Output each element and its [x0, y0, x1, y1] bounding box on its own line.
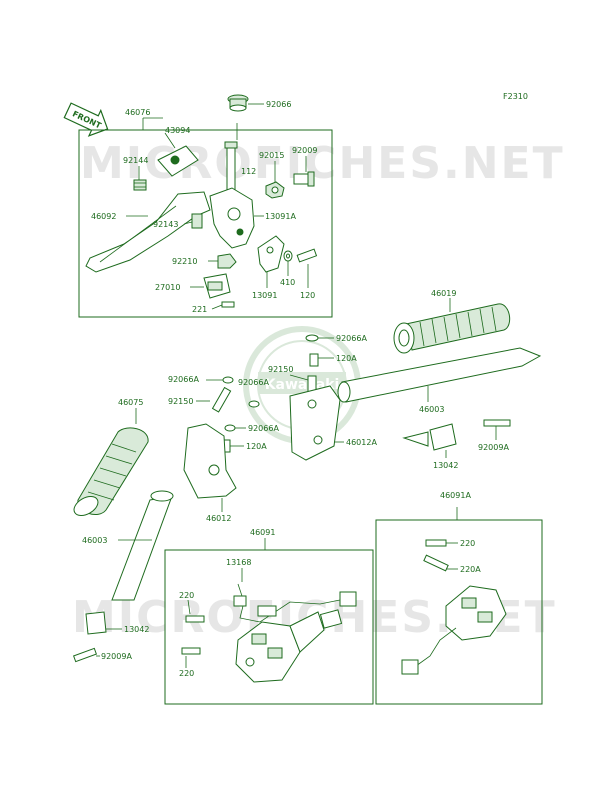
label-13042-right: 13042: [433, 461, 458, 470]
label-120A-low: 120A: [246, 442, 267, 451]
label-112: 112: [241, 167, 256, 176]
throttle-housing-left: [183, 423, 237, 499]
washer-92066A-top: [305, 334, 319, 342]
bar-end-right: [402, 423, 457, 451]
bar-end-left: [85, 611, 107, 635]
label-13091A: 13091A: [265, 212, 296, 221]
locknut: [265, 181, 285, 199]
label-92009A-left: 92009A: [101, 652, 132, 661]
lever-cover: [157, 145, 199, 177]
label-46019: 46019: [431, 289, 456, 298]
label-220A: 220A: [460, 565, 481, 574]
label-13091: 13091: [252, 291, 277, 300]
throttle-housing-right: [289, 385, 341, 461]
clutch-lever: [85, 191, 211, 273]
screw-92009A-right: [483, 419, 511, 427]
label-92066: 92066: [266, 100, 291, 109]
front-arrow-icon: FRONT: [63, 102, 109, 137]
label-13042-left: 13042: [124, 625, 149, 634]
lever-holder: [209, 187, 255, 249]
label-46076: 46076: [125, 108, 150, 117]
clutch-switch: [203, 273, 231, 299]
collar: [191, 213, 203, 229]
screw-220A: [423, 554, 449, 572]
clutch-lever-box: [78, 129, 333, 318]
label-220-c: 220: [460, 539, 475, 548]
label-92210: 92210: [172, 257, 197, 266]
label-92066A-low: 92066A: [248, 424, 279, 433]
screw-92009: [293, 171, 315, 187]
bolt-92150-left: [211, 386, 232, 413]
label-92150-top: 92150: [268, 365, 293, 374]
label-92143: 92143: [153, 220, 178, 229]
label-46075: 46075: [118, 398, 143, 407]
label-221: 221: [192, 305, 207, 314]
washer-92066A-low: [224, 424, 236, 432]
clamp-13091: [257, 235, 285, 273]
screw-220-c: [425, 539, 447, 547]
bolt-120A-top: [309, 353, 319, 367]
diagram-code: F2310: [503, 92, 528, 101]
label-92009: 92009: [292, 146, 317, 155]
right-switch-housing: [401, 585, 507, 675]
label-92066A-mid: 92066A: [238, 378, 269, 387]
label-120: 120: [300, 291, 315, 300]
label-46091A: 46091A: [440, 491, 471, 500]
washer-92066A-left: [222, 376, 234, 384]
washer-410: [283, 250, 293, 262]
bolt-120: [296, 248, 318, 263]
label-410: 410: [280, 278, 295, 287]
nut-92210: [217, 253, 237, 269]
label-220-b: 220: [179, 669, 194, 678]
label-27010: 27010: [155, 283, 180, 292]
adjuster-knob: [227, 94, 249, 112]
label-46012A: 46012A: [346, 438, 377, 447]
label-92066A-left: 92066A: [168, 375, 199, 384]
label-46003-right: 46003: [419, 405, 444, 414]
screw-220-a: [185, 615, 205, 623]
watermark-top: MICROFICHES.NET: [80, 138, 565, 189]
label-13168: 13168: [226, 558, 251, 567]
label-220-a: 220: [179, 591, 194, 600]
label-92144: 92144: [123, 156, 148, 165]
switch-wiring-left: [233, 583, 357, 629]
left-switch-box: [164, 549, 374, 705]
screw-92009A-left: [72, 647, 98, 663]
label-46012: 46012: [206, 514, 231, 523]
label-92066A-top: 92066A: [336, 334, 367, 343]
label-92009A-right: 92009A: [478, 443, 509, 452]
handlebar-left: [111, 490, 174, 601]
grip-left: [73, 427, 149, 516]
label-120A-top: 120A: [336, 354, 357, 363]
label-46003-left: 46003: [82, 536, 107, 545]
right-switch-box: [375, 519, 543, 705]
screw-220-b: [181, 647, 201, 655]
label-92150-left: 92150: [168, 397, 193, 406]
label-46092: 46092: [91, 212, 116, 221]
label-92015: 92015: [259, 151, 284, 160]
washer-92066A-mid: [248, 400, 260, 408]
lever-spring: [133, 179, 147, 191]
label-46091: 46091: [250, 528, 275, 537]
handlebar-right: [337, 347, 542, 403]
label-43094: 43094: [165, 126, 190, 135]
grip-right: [393, 303, 511, 354]
screw-221: [221, 301, 235, 308]
left-switch-housing: [235, 611, 325, 683]
